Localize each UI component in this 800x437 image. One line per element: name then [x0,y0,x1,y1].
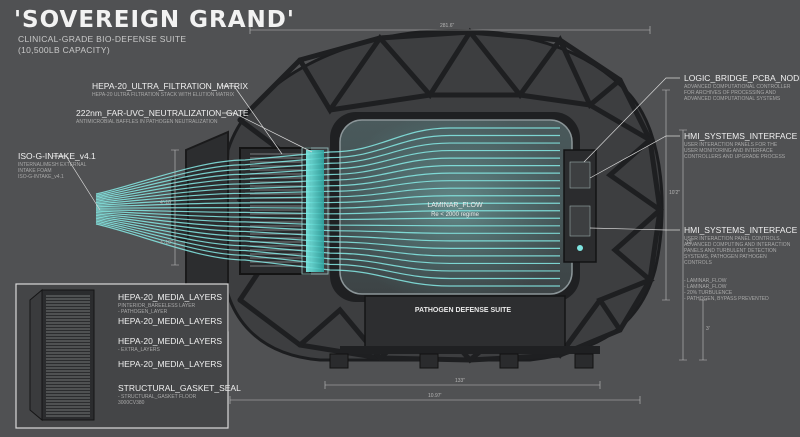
laminar-note-line: - LAMINAR_FLOW [684,284,727,290]
dim-left-2: 4'-10" [160,240,173,246]
hmi-notes-1: USER INTERACTION PANELS FOR THE USER MON… [684,142,785,160]
airflow-line [95,213,560,234]
inset-note-2: - PATHOGEN_LAYER [118,309,168,315]
dimension-lines [171,26,707,404]
airflow-lines [95,127,560,287]
airflow-line [95,149,560,199]
airflow-line [95,217,560,257]
hmi-note-line: USER INTERACTION PANEL CONTROLS, [684,236,781,242]
airflow-line [95,223,560,287]
airflow-line [95,127,560,195]
airflow-line [95,134,560,197]
uvc-gate-note: ANTIMICROBIAL BAFFLES IN PATHOGEN NEUTRA… [76,119,218,125]
inset-pleats [46,295,90,417]
logic-bridge-notes: ADVANCED COMPUTATIONAL CONTROLLER FOR AR… [684,84,791,102]
inset-label-2: HEPA-20_MEDIA_LAYERS [118,316,223,326]
airflow-line [95,165,560,202]
logic-bridge-label: LOGIC_BRIDGE_PCBA_NODES [684,73,800,83]
inset-label-1: HEPA-20_MEDIA_LAYERS [118,292,223,302]
inset-label-5: STRUCTURAL_GASKET_SEAL [118,383,241,393]
airflow-line [95,216,560,249]
intake-notes: INTERNAL/MESH EXTERNAL INTAKE FOAM ISO-G… [18,162,86,180]
logic-note-line: FOR ARCHIVES OF PROCESSING AND [684,90,776,96]
dim-right-3: 3' [706,326,710,332]
hmi-note-line: CONTROLLERS AND UPGRADE PROCESS [684,154,786,160]
hmi-note-line: CONTROLS [684,260,712,266]
page-subtitle: CLINICAL-GRADE BIO-DEFENSE SUITE [18,34,187,44]
airflow-line [95,220,560,272]
hepa-matrix-label: HEPA-20_ULTRA_FILTRATION_MATRIX [92,81,249,91]
hmi-interface-label-2: HMI_SYSTEMS_INTERFACE [684,225,798,235]
hmi-note-line: PANELS AND TURBULENT DETECTION [684,248,777,254]
hmi-notes-2: USER INTERACTION PANEL CONTROLS, ADVANCE… [684,236,790,266]
inset-note-1: PINTERIOR_BAREELESS LAYER [118,303,196,309]
airflow-line [95,157,560,201]
logic-note-line: ADVANCED COMPUTATIONAL CONTROLLER [684,84,791,90]
laminar-flow-label: LAMINAR_FLOW [427,202,483,209]
dim-top: 281.6" [440,23,455,29]
laminar-regime-label: Re < 2000 regime [431,212,479,218]
airflow-line [95,209,560,215]
support-base [329,295,600,369]
pathogen-suite-label: PATHOGEN DEFENSE SUITE [414,307,512,314]
intake-note-line: ISO-G-INTAKE_v4.1 [18,174,64,180]
laminar-note-line: - PATHOGEN, BYPASS PREVENTED [684,296,769,302]
inset-note-4: - STRUCTURAL_GASKET FLOOR [118,394,197,400]
airflow-line [95,180,560,205]
airflow-line [95,202,560,209]
logic-note-line: ADVANCED COMPUTATIONAL SYSTEMS [684,96,781,102]
laminar-notes: - LAMINAR_FLOW - LAMINAR_FLOW - 20% TURB… [684,278,769,302]
hmi-note-line: USER INTERACTION PANELS FOR THE [684,142,778,148]
page-title: 'SOVEREIGN GRAND' [14,7,295,33]
dim-left-1: 4'-10" [160,200,173,206]
airflow-line [95,210,560,221]
laminar-note-line: - LAMINAR_FLOW [684,278,727,284]
uvc-gate-rods [301,147,329,275]
airflow-line [95,211,560,227]
hmi-interface-label-1: HMI_SYSTEMS_INTERFACE [684,131,798,141]
capacity-label: (10,500LB CAPACITY) [18,45,110,55]
airflow-line [95,219,560,265]
inset-label-4: HEPA-20_MEDIA_LAYERS [118,359,223,369]
uvc-gate-label: 222nm_FAR-UVC_NEUTRALIZATION_GATE [76,108,249,118]
airflow-line [95,172,560,204]
dim-bottom-inner: 133" [455,378,466,384]
hepa-matrix-note: HEPA-20 ULTRA FILTRATION STACK WITH ELUT… [92,92,235,98]
hmi-note-line: USER MONITORING AND INTERFACE [684,148,773,154]
hmi-note-line: SYSTEMS, PATHOGEN PATHOGEN [684,254,767,260]
airflow-line [95,187,560,207]
intake-label: ISO-G-INTAKE_v4.1 [18,151,96,161]
inset-label-3: HEPA-20_MEDIA_LAYERS [118,336,223,346]
airflow-line [95,221,560,280]
dim-bottom-outer: 10.97' [428,393,442,399]
inset-note-3: - EXTRA_LAYERS [118,347,160,353]
intake-note-line: INTERNAL/MESH EXTERNAL [18,162,87,168]
inset-note-5: 3000CV380 [118,400,145,406]
dim-right-1: 10'2" [669,190,681,196]
control-panel [563,149,597,263]
hmi-note-line: ADVANCED COMPUTING AND INTERACTION [684,242,791,248]
intake-note-line: INTAKE FOAM [18,168,52,174]
airflow-line [95,142,560,198]
airflow-line [95,214,560,242]
laminar-note-line: - 20% TURBULENCE [684,290,733,296]
airflow-line [95,195,560,208]
dim-right-2: 12' [686,240,693,246]
